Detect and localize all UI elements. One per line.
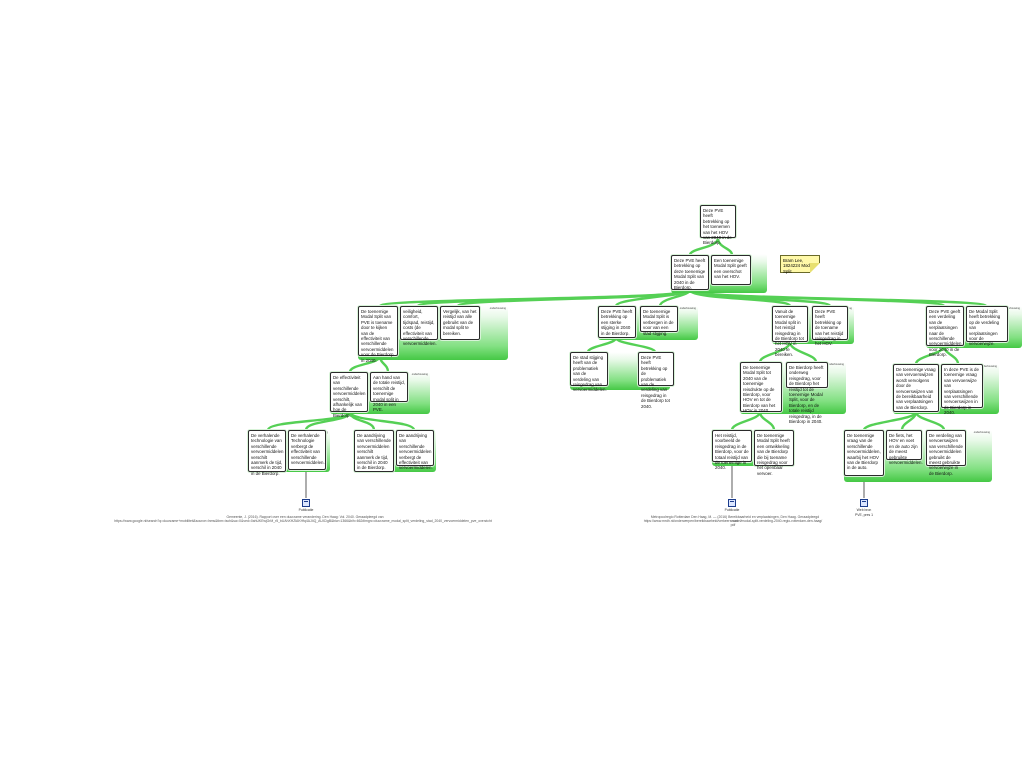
citation-text: Gemeente, J. (2016). Rapport over een du… bbox=[226, 515, 384, 519]
web-source-icon[interactable] bbox=[860, 499, 868, 507]
group-tag: onderbouwing bbox=[973, 431, 990, 434]
citation-text: Metropoolregio Rotterdam Den Haag, M. — … bbox=[650, 515, 820, 524]
argument-node[interactable]: Deze PVE geeft een verdeling van de verp… bbox=[926, 306, 964, 357]
connector bbox=[758, 340, 792, 364]
argument-node[interactable]: De toenemige Modal Split heeft een ontwi… bbox=[754, 430, 794, 476]
argument-node[interactable]: veiligheid, comfort, tijdspad, reistijd,… bbox=[400, 306, 438, 346]
connector bbox=[614, 336, 657, 354]
argument-node[interactable]: De Modal Split heeft betrekking op de ve… bbox=[966, 306, 1008, 346]
connector bbox=[348, 410, 416, 432]
argument-node[interactable]: De aandrijving van verschillende vervoer… bbox=[354, 430, 394, 472]
citation-url[interactable]: https://www.google.nl/search?q=duurzame+… bbox=[114, 519, 492, 523]
source-sublabel: PVE, pres 1 bbox=[854, 513, 874, 517]
source-label: Publicatie bbox=[298, 508, 314, 512]
argument-node[interactable]: Deze PVE heeft betrekking op de problema… bbox=[638, 352, 674, 409]
argument-node[interactable]: Vergelijk, van het reistijd van alle geb… bbox=[440, 306, 480, 340]
argument-node[interactable]: De toenemige vraag van vervoerswijzen wo… bbox=[893, 364, 939, 412]
connector bbox=[758, 410, 776, 432]
argument-node[interactable]: De fiets, het HOV en voet en de auto zij… bbox=[886, 430, 923, 465]
connector bbox=[730, 410, 762, 432]
argument-node[interactable]: Het reistijd, voorbeeld de reisgedrag in… bbox=[712, 430, 752, 470]
argument-node[interactable]: In deze PVE is de toenemige vraag van ve… bbox=[941, 364, 983, 415]
argument-node[interactable]: Vanuit de toenemige Modal split in het r… bbox=[772, 306, 808, 357]
main-claim-node[interactable]: Deze PVE heeft betrekking op deze toenem… bbox=[671, 255, 709, 290]
source-label: Publicatie bbox=[724, 508, 740, 512]
source-item[interactable]: Web bron PVE, pres 1 bbox=[852, 499, 876, 517]
document-icon[interactable] bbox=[728, 499, 736, 507]
connector bbox=[900, 410, 918, 432]
group-tag: onderbouwing bbox=[679, 307, 696, 310]
connector bbox=[688, 288, 988, 308]
author-note[interactable]: Bram Lee, 1824224 Modal Split bbox=[780, 255, 820, 274]
group-tag: onderbouwing bbox=[489, 307, 506, 310]
argument-node[interactable]: Deze PVE heeft betrekking op de toename … bbox=[812, 306, 848, 346]
argument-node[interactable]: De stad stijging heeft van de problemati… bbox=[570, 352, 608, 392]
argument-node[interactable]: De effectiviteit van verschillende vervo… bbox=[330, 372, 368, 418]
group-tag: onderbouwing bbox=[1003, 307, 1020, 310]
main-claim-node[interactable]: Een toenemige Modal Split geeft een over… bbox=[711, 255, 751, 285]
argument-node[interactable]: De verhalende technologie van verschille… bbox=[248, 430, 286, 476]
argument-node[interactable]: Aan hand van de totale reistijd, verschi… bbox=[370, 372, 408, 412]
root-node[interactable]: Deze PVE heeft betrekking op het toeneme… bbox=[700, 205, 736, 245]
group-tag: onderbouwing bbox=[980, 365, 997, 368]
citation-url[interactable]: https://www.mrdh.nl/onderwerpen/bereikba… bbox=[643, 519, 823, 523]
source-item[interactable]: Publicatie bbox=[722, 499, 742, 512]
connector bbox=[304, 410, 352, 432]
argument-node[interactable]: De verdeling van vervoerswijzen van vers… bbox=[926, 430, 966, 476]
citation-text: pdf bbox=[730, 523, 736, 527]
connector bbox=[586, 336, 618, 354]
document-icon[interactable] bbox=[302, 499, 310, 507]
argument-node[interactable]: De Bierdorp heeft onderweg reisgedrag, v… bbox=[786, 362, 828, 424]
group-tag: onderbouwing bbox=[411, 373, 428, 376]
connector bbox=[788, 340, 818, 364]
source-label: Web bron bbox=[856, 508, 872, 512]
group-tag: onderbouwing bbox=[827, 363, 844, 366]
connector bbox=[716, 236, 734, 257]
source-item[interactable]: Publicatie bbox=[296, 499, 316, 512]
argument-node[interactable]: De toenemige Modal Split tot 2040 van de… bbox=[740, 362, 782, 413]
connector bbox=[914, 410, 946, 432]
argument-node[interactable]: De verhalende Technologie verbergt de ef… bbox=[288, 430, 326, 470]
argument-node[interactable]: De toenemige Modal Split is verbergen in… bbox=[640, 306, 678, 336]
argument-node[interactable]: De toenemige vraag van de verschillende … bbox=[844, 430, 884, 476]
argument-node[interactable]: De toenemige Modal Split van PVE is toen… bbox=[358, 306, 398, 363]
argument-node[interactable]: Deze PVE heeft betrekking op een sterke … bbox=[598, 306, 636, 338]
argument-node[interactable]: De aandrijving van verschillende vervoer… bbox=[396, 430, 434, 470]
